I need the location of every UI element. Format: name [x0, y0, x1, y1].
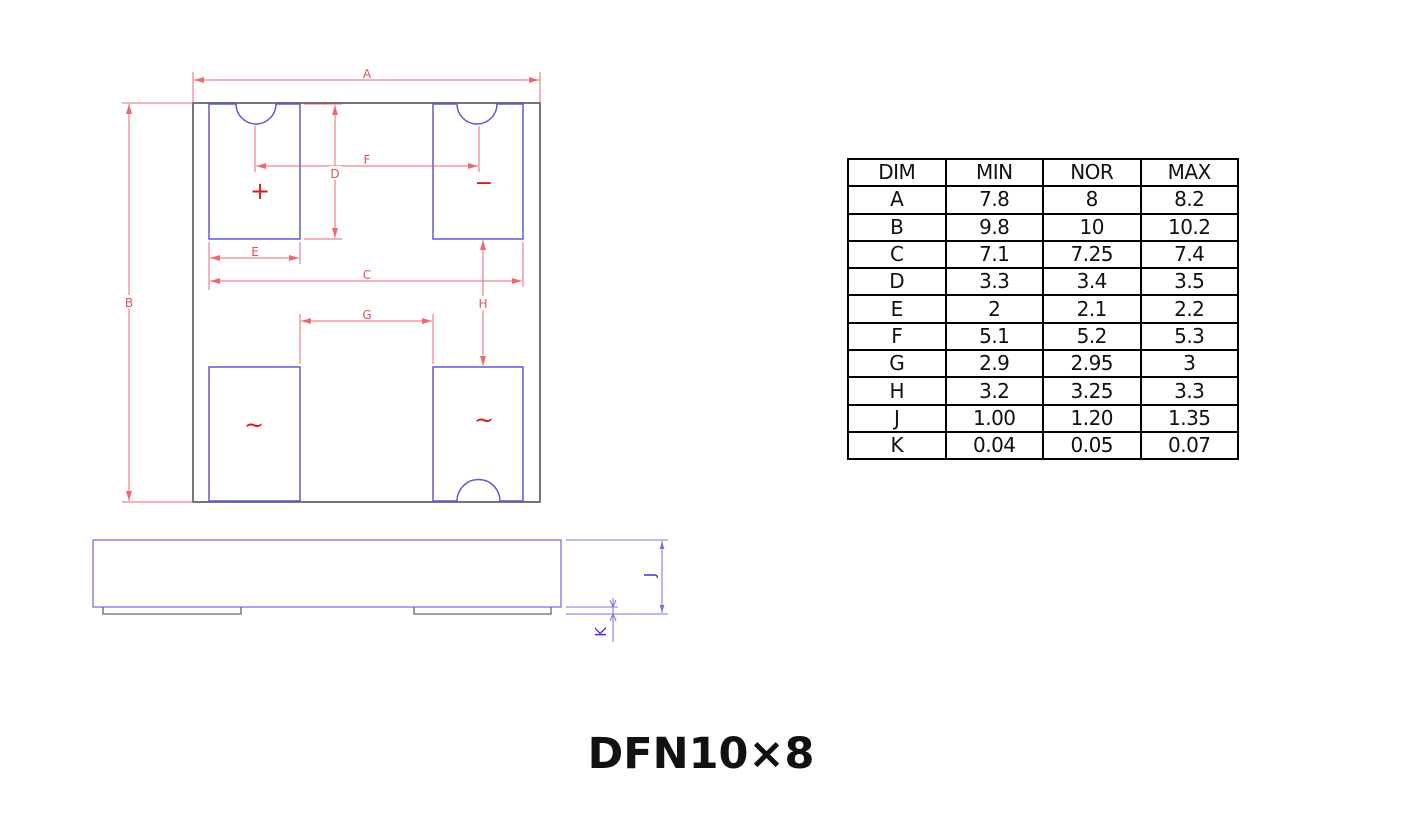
positive-terminal-mark: +: [250, 177, 270, 205]
dim-label-e: E: [251, 245, 259, 259]
dim-label-f: F: [364, 153, 371, 167]
cell-nor: 1.20: [1042, 403, 1142, 433]
cell-max: 3.3: [1139, 376, 1239, 406]
cell-nor: 10: [1042, 212, 1142, 242]
cell-nor: 0.05: [1042, 430, 1142, 461]
header-dim: DIM: [847, 157, 947, 188]
cell-nor: 3.4: [1042, 267, 1142, 297]
dim-label-k: K: [592, 626, 610, 637]
cell-dim: F: [847, 321, 947, 352]
cell-dim: H: [847, 376, 947, 406]
cell-dim: A: [847, 185, 947, 215]
pad-top-right: [432, 103, 524, 240]
side-pad-right: [413, 607, 552, 615]
cell-min: 2.9: [944, 349, 1044, 379]
pad-top-left: [208, 103, 301, 240]
cell-max: 8.2: [1139, 185, 1239, 215]
cell-min: 5.1: [944, 321, 1044, 352]
ac-terminal-mark-left: ~: [244, 411, 264, 439]
side-body-outline: [92, 539, 562, 608]
cell-nor: 2.95: [1042, 349, 1142, 379]
cell-min: 1.00: [944, 403, 1044, 433]
cell-nor: 2.1: [1042, 294, 1142, 324]
cell-nor: 8: [1042, 185, 1142, 215]
dim-label-d: D: [330, 167, 339, 181]
cell-min: 7.8: [944, 185, 1044, 215]
dim-label-a: A: [363, 67, 372, 81]
ac-terminal-mark-right: ~: [474, 406, 494, 434]
header-min: MIN: [944, 157, 1044, 188]
cell-min: 3.3: [944, 267, 1044, 297]
header-max: MAX: [1139, 157, 1239, 188]
cell-max: 3: [1139, 349, 1239, 379]
cell-dim: K: [847, 430, 947, 461]
cell-dim: J: [847, 403, 947, 433]
cell-min: 7.1: [944, 239, 1044, 270]
cell-min: 2: [944, 294, 1044, 324]
dim-label-j: J: [641, 573, 659, 578]
cell-nor: 7.25: [1042, 239, 1142, 270]
cell-max: 7.4: [1139, 239, 1239, 270]
package-body-outline: [192, 102, 541, 503]
side-pad-left: [102, 607, 242, 615]
package-title: DFN10×8: [587, 729, 815, 779]
dim-label-b: B: [125, 296, 133, 310]
top-view: A B D F E C H G + − ~ ~: [122, 67, 541, 503]
cell-max: 3.5: [1139, 267, 1239, 297]
cell-nor: 5.2: [1042, 321, 1142, 352]
cell-dim: B: [847, 212, 947, 242]
cell-nor: 3.25: [1042, 376, 1142, 406]
dim-label-c: C: [363, 268, 371, 282]
negative-terminal-mark: −: [475, 171, 493, 196]
cell-dim: E: [847, 294, 947, 324]
cell-max: 2.2: [1139, 294, 1239, 324]
cell-min: 9.8: [944, 212, 1044, 242]
header-nor: NOR: [1042, 157, 1142, 188]
cell-dim: G: [847, 349, 947, 379]
dim-label-h: H: [478, 297, 487, 311]
cell-min: 0.04: [944, 430, 1044, 461]
cell-dim: D: [847, 267, 947, 297]
cell-max: 5.3: [1139, 321, 1239, 352]
pad-bottom-right: [432, 366, 524, 502]
dim-label-g: G: [362, 308, 371, 322]
side-view: J K: [92, 539, 668, 642]
cell-dim: C: [847, 239, 947, 270]
table-header-row: DIM MIN NOR MAX: [847, 157, 1239, 188]
cell-max: 1.35: [1139, 403, 1239, 433]
pad-bottom-left: [208, 366, 301, 502]
cell-min: 3.2: [944, 376, 1044, 406]
cell-max: 0.07: [1139, 430, 1239, 461]
cell-max: 10.2: [1139, 212, 1239, 242]
